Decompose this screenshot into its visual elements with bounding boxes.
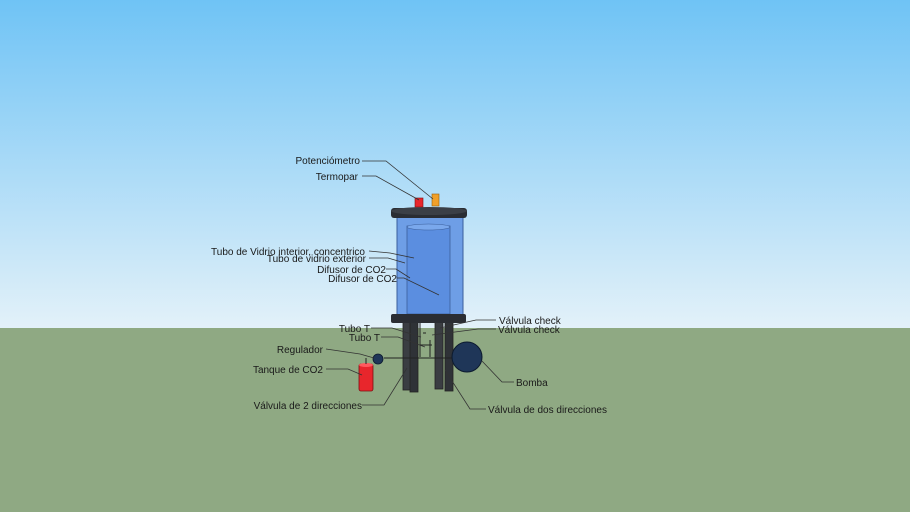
label-tubo-vidrio-interior: Tubo de Vidrio interior, concentrico — [211, 247, 365, 258]
co2-tank — [358, 363, 374, 392]
label-regulador: Regulador — [277, 345, 324, 356]
potentiometer-component — [431, 193, 440, 207]
label-tubo-t-a: Tubo T — [339, 324, 370, 335]
piping — [384, 323, 455, 359]
label-difusor-co2-b: Difusor de CO2 — [328, 274, 397, 285]
reactor-column — [391, 193, 467, 323]
regulator-component — [372, 353, 384, 365]
label-tanque-co2: Tanque de CO2 — [253, 365, 323, 376]
leader-lines — [325, 160, 514, 410]
label-valvula-check-a: Válvula check — [499, 316, 562, 327]
label-valvula-2-direcciones: Válvula de 2 direcciones — [254, 401, 362, 412]
label-tubo-vidrio-exterior: Tubo de vidrio exterior — [267, 254, 367, 265]
pump-component — [451, 341, 483, 373]
inner-glass-tube — [406, 225, 451, 315]
label-potenciometro: Potenciómetro — [296, 156, 361, 167]
label-tubo-t-b: Tubo T — [349, 333, 380, 344]
label-termopar: Termopar — [316, 172, 359, 183]
label-bomba: Bomba — [516, 378, 548, 389]
label-valvula-dos-direcciones: Válvula de dos direcciones — [488, 405, 607, 416]
label-valvula-check-b: Válvula check — [498, 325, 561, 336]
thermocouple-component — [414, 197, 424, 208]
bottom-plate — [391, 314, 466, 323]
label-difusor-co2-a: Difusor de CO2 — [317, 265, 386, 276]
